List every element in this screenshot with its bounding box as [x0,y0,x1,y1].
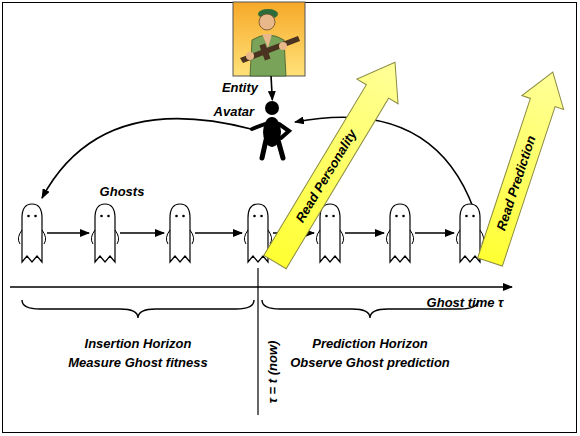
avatar-figure: Avatar [256,100,292,160]
diagram-label: Observe Ghost prediction [290,355,450,370]
entity-image: Entity [233,2,305,76]
connector-arrow [271,76,272,100]
diagram-label: Ghosts [100,184,145,199]
diagram-label: τ = t (now) [265,341,280,404]
node-label: Avatar [214,104,254,119]
node-label: Entity [222,80,258,95]
diagram-label: Measure Ghost fitness [68,355,207,370]
diagram-label: Ghost time τ [427,295,504,310]
diagram-label: Prediction Horizon [312,336,428,351]
diagram-label: Insertion Horizon [85,336,192,351]
